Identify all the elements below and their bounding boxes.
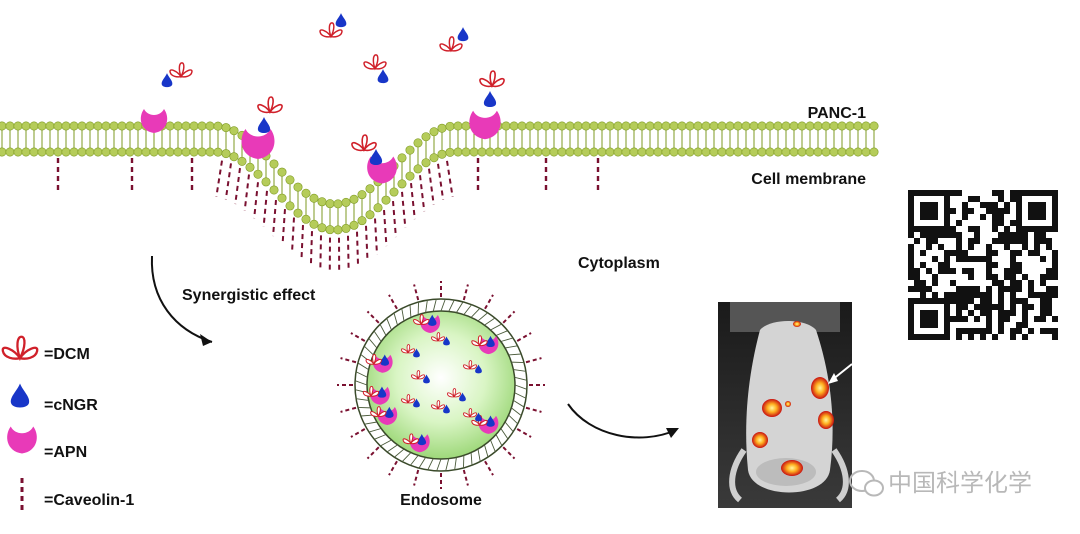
caveolin-marker xyxy=(503,447,514,458)
caveolin-marker xyxy=(503,311,514,322)
caveolin-marker xyxy=(526,358,541,362)
caveolin-marker xyxy=(301,225,303,261)
qr-code xyxy=(906,188,1060,342)
legend-label: =cNGR xyxy=(44,397,98,414)
legend-item-apn: =APN xyxy=(7,427,87,462)
legend-label: =APN xyxy=(44,444,87,461)
caveolin-marker xyxy=(429,169,434,205)
endosome xyxy=(337,281,545,489)
caveolin-marker xyxy=(389,295,397,309)
legend: =DCM =cNGR =APN =Caveolin-1 xyxy=(3,337,135,512)
free-dcm-cngr xyxy=(162,63,192,87)
caveolin-marker xyxy=(414,470,418,485)
caveolin-marker xyxy=(348,236,349,272)
caveolin-marker xyxy=(384,210,386,246)
caveolin-marker xyxy=(393,201,396,237)
caveolin-marker xyxy=(420,175,424,211)
caveolin-marker xyxy=(264,191,267,227)
caveolin-marker xyxy=(447,161,453,197)
caveolin-marker xyxy=(283,209,286,245)
cngr-ligand xyxy=(258,117,270,133)
caveolin-marker xyxy=(389,461,397,475)
caveolin-marker xyxy=(351,429,365,437)
caveolin-marker xyxy=(526,408,541,412)
legend-label: =Caveolin-1 xyxy=(44,492,134,509)
caveolin-marker xyxy=(464,470,468,485)
watermark: 中国科学化学 xyxy=(850,470,1032,497)
caveolin-marker xyxy=(351,333,365,341)
cytoplasm-label: Cytoplasm xyxy=(578,255,660,272)
cngr-ligand xyxy=(484,91,496,107)
dcm-molecule xyxy=(352,135,376,150)
legend-item-caveolin: =Caveolin-1 xyxy=(22,478,134,512)
caveolin-marker xyxy=(357,232,358,268)
caveolin-marker xyxy=(292,218,294,254)
membrane-label: Cell membrane xyxy=(751,171,866,188)
endosome-label: Endosome xyxy=(400,492,482,509)
legend-item-dcm: =DCM xyxy=(3,337,90,363)
cngr-ligand xyxy=(370,149,382,165)
caveolin-marker xyxy=(273,200,276,236)
caveolin-marker xyxy=(485,461,493,475)
caveolin-marker xyxy=(216,161,222,197)
dcm-icon xyxy=(3,337,38,359)
cell-line-label: PANC-1 xyxy=(808,105,866,122)
synergy-label: Synergistic effect xyxy=(182,287,316,304)
watermark-text: 中国科学化学 xyxy=(888,470,1032,497)
caveolin-marker xyxy=(320,235,321,271)
cell-membrane xyxy=(0,122,878,274)
cngr-icon xyxy=(11,384,29,408)
free-dcm-cngr xyxy=(364,55,388,83)
dcm-molecule xyxy=(258,97,282,112)
caveolin-marker xyxy=(517,333,531,341)
caveolin-marker xyxy=(411,183,415,219)
caveolin-marker xyxy=(341,358,356,362)
caveolin-marker xyxy=(311,231,312,267)
wechat-icon xyxy=(850,471,883,496)
dcm-molecule xyxy=(480,71,504,86)
caveolin-marker xyxy=(254,182,258,218)
caveolin-marker xyxy=(485,295,493,309)
caveolin-marker xyxy=(517,429,531,437)
caveolin-marker xyxy=(235,168,240,204)
caveolin-marker xyxy=(367,447,378,458)
apn-icon xyxy=(7,427,37,454)
legend-item-cngr: =cNGR xyxy=(11,384,98,415)
caveolin-marker xyxy=(366,226,368,262)
caveolin-marker xyxy=(438,164,443,200)
free-dcm-cngr xyxy=(320,13,346,37)
imaging-arrow xyxy=(568,404,679,438)
legend-label: =DCM xyxy=(44,346,90,363)
caveolin-marker xyxy=(402,192,405,228)
caveolin-marker xyxy=(464,285,468,300)
caveolin-marker xyxy=(367,311,378,322)
caveolin-marker xyxy=(226,163,231,199)
caveolin-marker xyxy=(245,174,249,210)
caveolin-marker xyxy=(414,285,418,300)
free-dcm-cngr xyxy=(440,27,468,51)
caveolin-marker xyxy=(341,408,356,412)
caveolin-marker xyxy=(375,219,377,255)
mouse-fluorescence-image xyxy=(718,302,852,508)
